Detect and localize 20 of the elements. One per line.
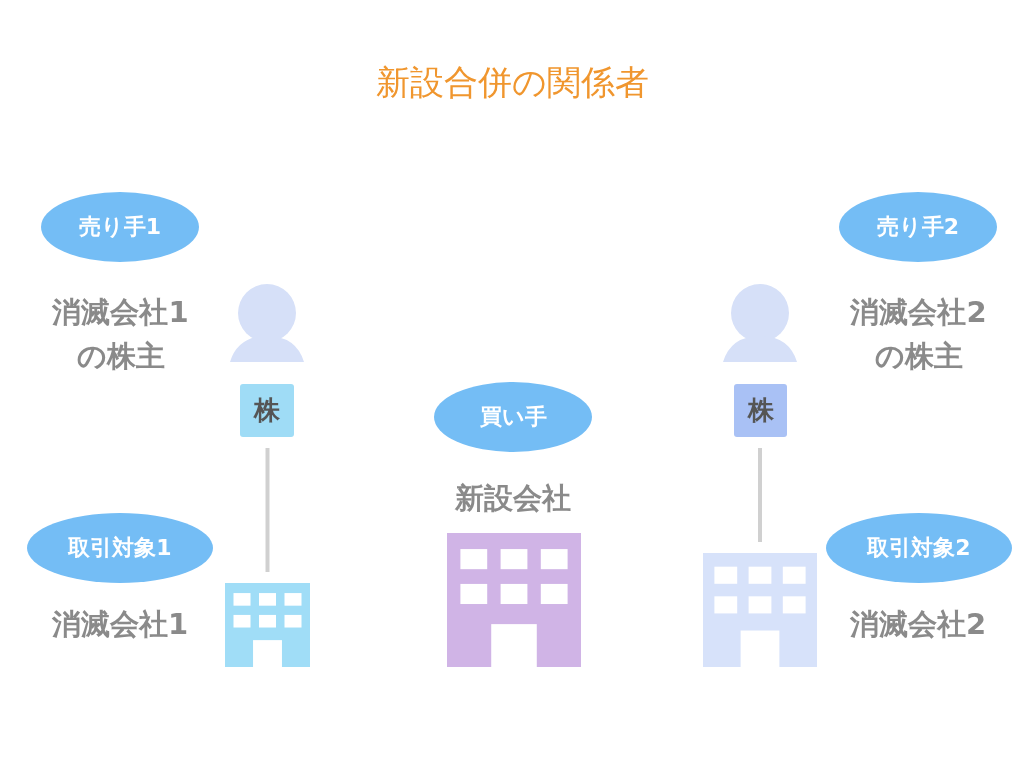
title: 新設合併の関係者 bbox=[374, 61, 650, 104]
company-name: 消滅会社2 bbox=[848, 606, 988, 643]
role-ellipse: 売り手2 bbox=[839, 192, 997, 262]
building-icon bbox=[225, 583, 310, 667]
company-name: 消滅会社2の株主 bbox=[849, 294, 988, 375]
role-ellipse: 買い手 bbox=[434, 382, 592, 452]
connector-line bbox=[758, 448, 762, 542]
role-ellipse: 取引対象1 bbox=[27, 513, 213, 583]
company-name: 消滅会社1 bbox=[50, 606, 190, 643]
role-ellipse: 取引対象2 bbox=[826, 513, 1012, 583]
person-icon bbox=[723, 284, 797, 362]
share-tag: 株 bbox=[240, 384, 294, 437]
person-icon bbox=[230, 284, 304, 362]
share-tag: 株 bbox=[734, 384, 787, 437]
building-icon bbox=[703, 553, 817, 667]
role-ellipse: 売り手1 bbox=[41, 192, 199, 262]
company-name: 新設会社 bbox=[454, 480, 572, 517]
building-icon bbox=[447, 533, 581, 667]
company-name: 消滅会社1の株主 bbox=[51, 294, 190, 375]
connector-line bbox=[265, 448, 270, 572]
